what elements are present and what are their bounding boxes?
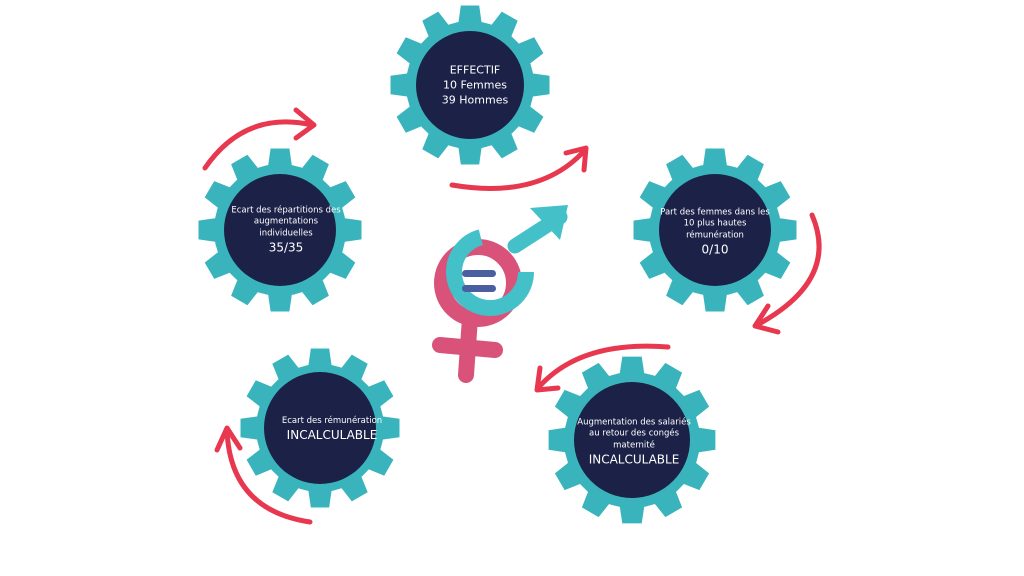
gear-text: 10 plus hautes [683, 219, 747, 230]
gear-text: augmentations [253, 217, 319, 228]
gear-icon-effectif [390, 5, 550, 165]
gear-text: Ecart des rémunération [281, 416, 383, 427]
gear-value: INCALCULABLE [286, 428, 378, 443]
gender-equality-icon [432, 205, 568, 383]
gear-icon-conges [548, 356, 716, 524]
gear-text: 10 Femmes [443, 78, 507, 92]
cycle-arrow-icon [214, 425, 313, 525]
cycle-arrow-icon [752, 212, 822, 335]
gear-text: rémunération [686, 230, 744, 241]
gear-remuneration: Ecart des rémunération INCALCULABLE [282, 416, 382, 444]
cycle-arrow-icon [202, 107, 317, 171]
gear-text: au retour des congés [588, 429, 680, 440]
gear-value: 0/10 [701, 243, 729, 258]
gear-value: 35/35 [268, 241, 304, 256]
gear-text: individuelles [259, 228, 313, 239]
gear-text: EFFECTIF [449, 63, 501, 77]
gear-text: maternité [613, 440, 655, 451]
gear-value: INCALCULABLE [588, 453, 680, 468]
gear-icon-repartition [198, 148, 362, 312]
gear-conges: Augmentation des salariés au retour des … [577, 418, 691, 469]
gear-part-femmes: Part des femmes dans les 10 plus hautes … [660, 208, 770, 259]
gear-icon-remuneration [240, 348, 400, 508]
gear-text: Part des femmes dans les [660, 207, 770, 218]
gear-core [416, 31, 524, 139]
gear-effectif: EFFECTIF 10 Femmes 39 Hommes [442, 64, 508, 109]
gear-text: Augmentation des salariés [577, 417, 691, 428]
gear-core [224, 174, 336, 286]
gear-repartition: Ecart des répartitions des augmentations… [231, 206, 340, 257]
cycle-arrow-icon [534, 343, 671, 393]
gear-core [659, 174, 771, 286]
gear-core [574, 382, 690, 498]
cycle-arrow-icon [449, 145, 589, 191]
gear-text: 39 Hommes [441, 93, 509, 107]
gear-icon-part-femmes [633, 148, 797, 312]
gear-text: Ecart des répartitions des [231, 205, 341, 216]
gear-core [264, 372, 376, 484]
